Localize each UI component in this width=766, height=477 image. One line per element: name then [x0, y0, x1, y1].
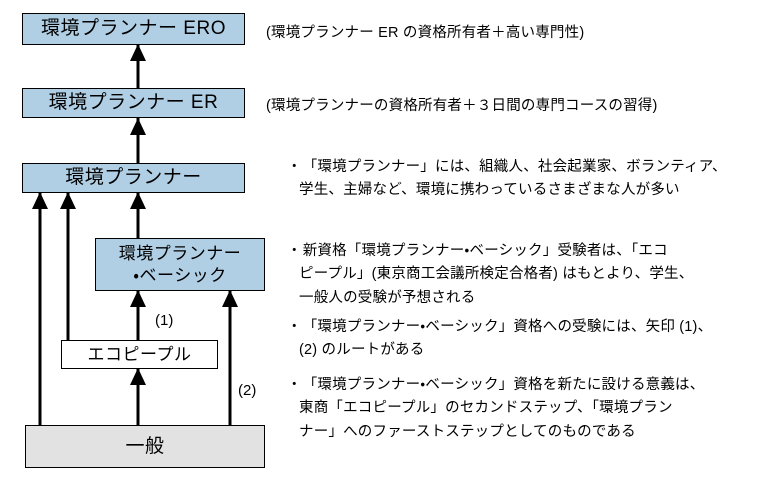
bullet-item-basic-candidates: ・ 新資格「環境プランナー・ベーシック」受験者は、「エコ ピープル」(東京商工会… — [287, 240, 766, 310]
arrow-planner-to-er — [130, 118, 146, 163]
arrow-shaft — [136, 368, 140, 425]
box-environment-planner-ero[interactable]: 環境プランナー ERO — [22, 13, 245, 45]
box-label: 環境プランナー ・ベーシック — [118, 244, 242, 285]
bullet-item-planner-audience: ・ 「環境プランナー」には、組織人、社会起業家、ボランティア、 学生、主婦など、… — [287, 156, 766, 203]
box-environment-planner[interactable]: 環境プランナー — [22, 163, 245, 193]
box-label: 環境プランナー — [65, 167, 202, 189]
arrow-general-to-planner — [32, 192, 48, 425]
bullet-item-basic-routes: ・ 「環境プランナー・ベーシック」資格への受験には、矢印 (1)、 (2) のル… — [287, 316, 766, 363]
bullet-item-basic-significance: ・ 「環境プランナー・ベーシック」資格を新たに設ける意義は、 東商「エコピープル… — [287, 374, 766, 444]
bullet-marker: ・ — [287, 159, 302, 175]
box-general-public[interactable]: 一般 — [25, 425, 265, 468]
box-label: 環境プランナー ERO — [41, 18, 226, 40]
bullet-text: 「環境プランナー・ベーシック」資格への受験には、矢印 (1)、 (2) のルート… — [299, 319, 713, 359]
box-eco-people[interactable]: エコピープル — [61, 340, 218, 369]
bullet-marker: ・ — [287, 377, 302, 393]
arrow-shaft — [136, 290, 140, 340]
bullet-text: 新資格「環境プランナー・ベーシック」受験者は、「エコ ピープル」(東京商工会議所… — [299, 243, 694, 306]
route-label-1: (1) — [155, 312, 174, 329]
bullet-marker: ・ — [287, 319, 302, 335]
arrow-shaft — [136, 192, 140, 238]
arrow-shaft — [136, 118, 140, 163]
arrow-shaft — [136, 44, 140, 88]
arrow-shaft — [38, 192, 42, 425]
arrow-shaft — [66, 192, 70, 340]
annotation-ero-requirement: (環境プランナー ER の資格所有者＋高い専門性) — [266, 25, 585, 41]
bullet-marker: ・ — [287, 243, 302, 259]
box-label: エコピープル — [87, 344, 192, 364]
arrow-er-to-ero — [130, 44, 146, 88]
box-environment-planner-basic[interactable]: 環境プランナー ・ベーシック — [95, 238, 265, 291]
box-label: 環境プランナー ER — [48, 92, 219, 114]
annotation-er-requirement: (環境プランナーの資格所有者＋３日間の専門コースの習得) — [266, 98, 658, 114]
arrow-general-to-basic-route2 — [222, 290, 238, 425]
arrow-basic-to-planner — [130, 192, 146, 238]
arrow-ecopeople-to-planner — [60, 192, 76, 340]
box-environment-planner-er[interactable]: 環境プランナー ER — [22, 88, 245, 118]
arrow-general-to-ecopeople — [130, 368, 146, 425]
route-label-2: (2) — [238, 382, 257, 399]
arrow-shaft — [228, 290, 232, 425]
arrow-ecopeople-to-basic-route1 — [130, 290, 146, 340]
box-label: 一般 — [125, 435, 165, 457]
bullet-text: 「環境プランナー」には、組織人、社会起業家、ボランティア、 学生、主婦など、環境… — [299, 159, 727, 199]
bullet-text: 「環境プランナー・ベーシック」資格を新たに設ける意義は、 東商「エコピープル」の… — [299, 377, 705, 440]
